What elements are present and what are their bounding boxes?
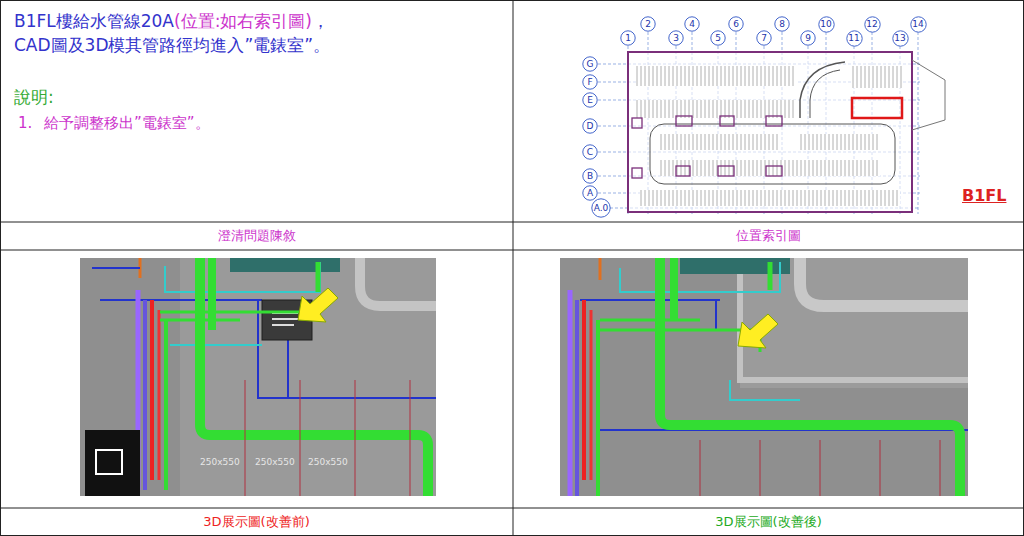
grid-label: 14 [912, 20, 923, 29]
table-cell: 3D展示圖(改善後) [513, 508, 1024, 536]
grid-bubble: 14 [910, 16, 927, 33]
grid-label: 5 [715, 34, 721, 43]
bubble-circle [864, 16, 879, 31]
grid-bubble: 8 [774, 16, 790, 32]
bubble-circle [583, 186, 597, 200]
grid-bubble: 7 [756, 30, 772, 46]
grid-label: 6 [733, 20, 739, 29]
bubble-circle [729, 17, 743, 31]
grid-bubble: A.0 [591, 198, 611, 218]
bubble-circle [583, 169, 597, 183]
bubble-circle [685, 17, 699, 31]
heading-text: B1FL樓給水管線20A [14, 11, 174, 31]
note-text: 給予調整移出”電錶室”。 [44, 114, 210, 133]
table-cell: B1FL樓給水管線20A(位置:如右索引圖)，CAD圖及3D模其管路徑均進入”電… [0, 0, 513, 222]
bubble-circle [583, 75, 597, 89]
grid-bubble: A [582, 185, 598, 201]
grid-bubble: 4 [684, 16, 700, 32]
cell-caption: 位置索引圖 [736, 227, 801, 245]
bubble-circle [757, 31, 771, 45]
grid-label: B [587, 172, 593, 181]
grid-label: 8 [779, 20, 785, 29]
bubble-circle [669, 31, 683, 45]
grid-bubble: G [582, 56, 598, 72]
grid-bubble: 3 [668, 30, 684, 46]
grid-label: 11 [848, 34, 859, 43]
grid-bubble: 12 [864, 16, 881, 33]
model-view-after [560, 258, 968, 496]
bubble-circle [818, 16, 833, 31]
grid-label: 9 [805, 34, 811, 43]
grid-bubble: F [582, 74, 598, 90]
table-cell: 3D展示圖(改善前) [0, 508, 513, 536]
grid-label: A.0 [594, 204, 609, 213]
grid-bubble: B [582, 168, 598, 184]
grid-label: 3 [673, 34, 679, 43]
bubble-circle [641, 17, 655, 31]
grid-label: 1 [625, 34, 631, 43]
bubble-circle [592, 199, 610, 217]
grid-bubble: 9 [800, 30, 816, 46]
grid-bubble: 6 [728, 16, 744, 32]
grid-label: C [587, 148, 593, 157]
bubble-circle [775, 17, 789, 31]
table-cell: 澄清問題陳敘 [0, 222, 513, 250]
floor-plan [598, 32, 945, 214]
note-number: 1. [18, 114, 32, 132]
grid-bubble: 10 [818, 16, 835, 33]
bubble-circle [621, 31, 635, 45]
cell-caption: 澄清問題陳敘 [218, 227, 296, 245]
grid-label: 7 [761, 34, 767, 43]
bubble-circle [711, 31, 725, 45]
bubble-circle [846, 30, 861, 45]
grid-label: G [587, 60, 594, 69]
dimension-label: 250x550 [200, 457, 240, 467]
bubble-circle [583, 57, 597, 71]
grid-label: E [587, 96, 593, 105]
note-heading: 說明: [14, 86, 54, 109]
bubble-circle [583, 145, 597, 159]
grid-label: F [587, 78, 592, 87]
grid-bubble: 2 [640, 16, 656, 32]
bubble-circle [892, 30, 907, 45]
model-view-before [80, 258, 436, 496]
issue-heading: B1FL樓給水管線20A(位置:如右索引圖)，CAD圖及3D模其管路徑均進入”電… [14, 10, 334, 58]
cell-caption: 3D展示圖(改善前) [203, 513, 309, 531]
bubble-circle [583, 119, 597, 133]
table-cell: 位置索引圖 [513, 222, 1024, 250]
grid-bubble: C [582, 144, 598, 160]
grid-label: 12 [866, 20, 877, 29]
grid-bubble: 11 [846, 30, 863, 47]
dimension-label: 250x550 [255, 457, 295, 467]
bubble-circle [910, 16, 925, 31]
grid-bubble: 13 [892, 30, 909, 47]
cell-caption: 3D展示圖(改善後) [715, 513, 821, 531]
grid-bubble: 1 [620, 30, 636, 46]
dimension-label: 250x550 [308, 457, 348, 467]
grid-bubble: E [582, 92, 598, 108]
table-cell: B1FL1234567891011121314GFEDCBAA.0 [513, 0, 1024, 222]
floor-label: B1FL [962, 186, 1006, 205]
grid-label: 13 [894, 34, 905, 43]
grid-label: 10 [820, 20, 831, 29]
bubble-circle [583, 93, 597, 107]
heading-text: (位置:如右索引圖) [174, 11, 312, 31]
grid-label: 4 [689, 20, 695, 29]
grid-bubble: 5 [710, 30, 726, 46]
grid-label: A [587, 189, 593, 198]
grid-label: D [587, 122, 594, 131]
grid-bubble: D [582, 118, 598, 134]
grid-label: 2 [645, 20, 651, 29]
bubble-circle [801, 31, 815, 45]
